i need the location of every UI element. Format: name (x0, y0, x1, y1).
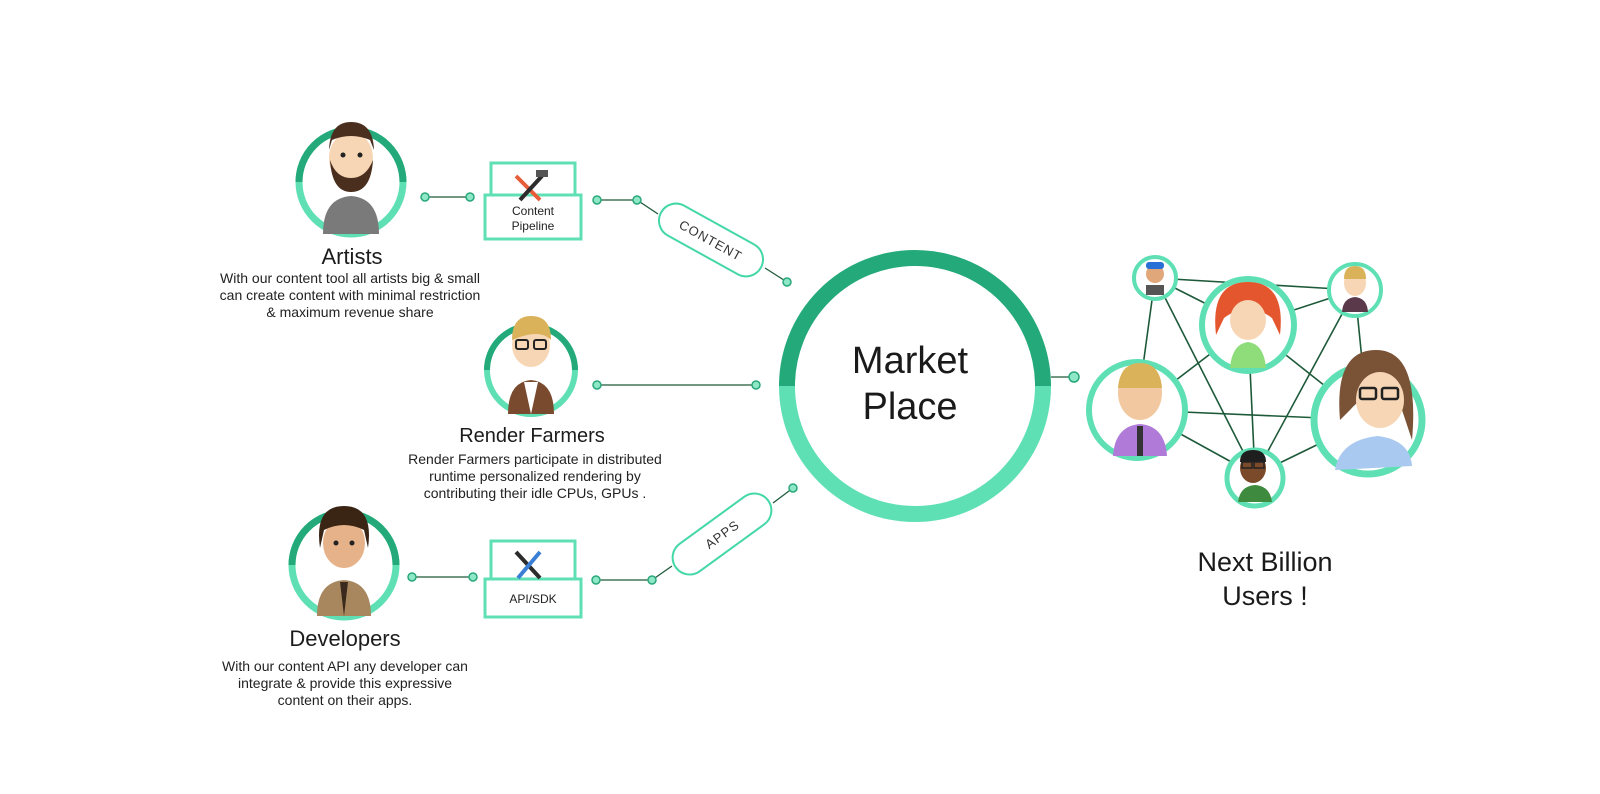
content-pipeline-box (483, 161, 583, 241)
artists-title: Artists (321, 244, 383, 269)
artist-avatar (295, 122, 407, 238)
next-billion-users-title: Next Billion Users ! (1160, 545, 1370, 613)
user-avatar-small-left (1132, 255, 1178, 301)
market-line-1: Market (851, 340, 969, 382)
connector-dots (407, 192, 1080, 585)
render-desc-line-3: contributing their idle CPUs, GPUs . (423, 485, 647, 501)
user-avatar-wink (1086, 359, 1188, 461)
artists-desc-line-2: can create content with minimal restrict… (219, 287, 481, 303)
users-line-2: Users ! (1222, 581, 1308, 611)
content-pipeline-label-text: Content Pipeline (511, 204, 555, 233)
render-desc-line-1: Render Farmers participate in distribute… (408, 451, 662, 467)
developers-desc-line-2: integrate & provide this expressive (238, 675, 452, 691)
market-place-title: Market Place (820, 338, 1000, 430)
api-sdk-label: API/SDK (509, 592, 557, 606)
market-place-ring (779, 250, 1051, 522)
render-farmers-description: Render Farmers participate in distribute… (370, 451, 700, 502)
users-avatars (1086, 255, 1426, 509)
developers-title: Developers (289, 626, 401, 651)
tools-icon (514, 170, 548, 202)
users-line-1: Next Billion (1197, 547, 1333, 577)
content-pipeline-label: Content Pipeline (485, 204, 581, 234)
developers-desc-line-3: content on their apps. (277, 692, 413, 708)
render-desc-line-2: runtime personalized rendering by (429, 468, 641, 484)
user-avatar-red-hair (1199, 276, 1297, 374)
user-avatar-small-right (1327, 262, 1383, 318)
developers-desc-line-1: With our content API any developer can (222, 658, 468, 674)
market-line-2: Place (862, 386, 958, 428)
developers-description: With our content API any developer can i… (180, 658, 510, 709)
artists-desc-line-1: With our content tool all artists big & … (220, 270, 480, 286)
render-farmer-avatar (484, 316, 578, 417)
artists-description: With our content tool all artists big & … (180, 270, 520, 321)
api-sdk-box (483, 539, 583, 619)
user-avatar-glasses-woman (1310, 350, 1426, 478)
artists-desc-line-3: & maximum revenue share (266, 304, 434, 320)
wrench-screwdriver-icon (514, 550, 542, 580)
developer-avatar (288, 506, 400, 621)
user-avatar-bottom (1224, 447, 1286, 509)
render-farmers-title: Render Farmers (459, 425, 605, 447)
